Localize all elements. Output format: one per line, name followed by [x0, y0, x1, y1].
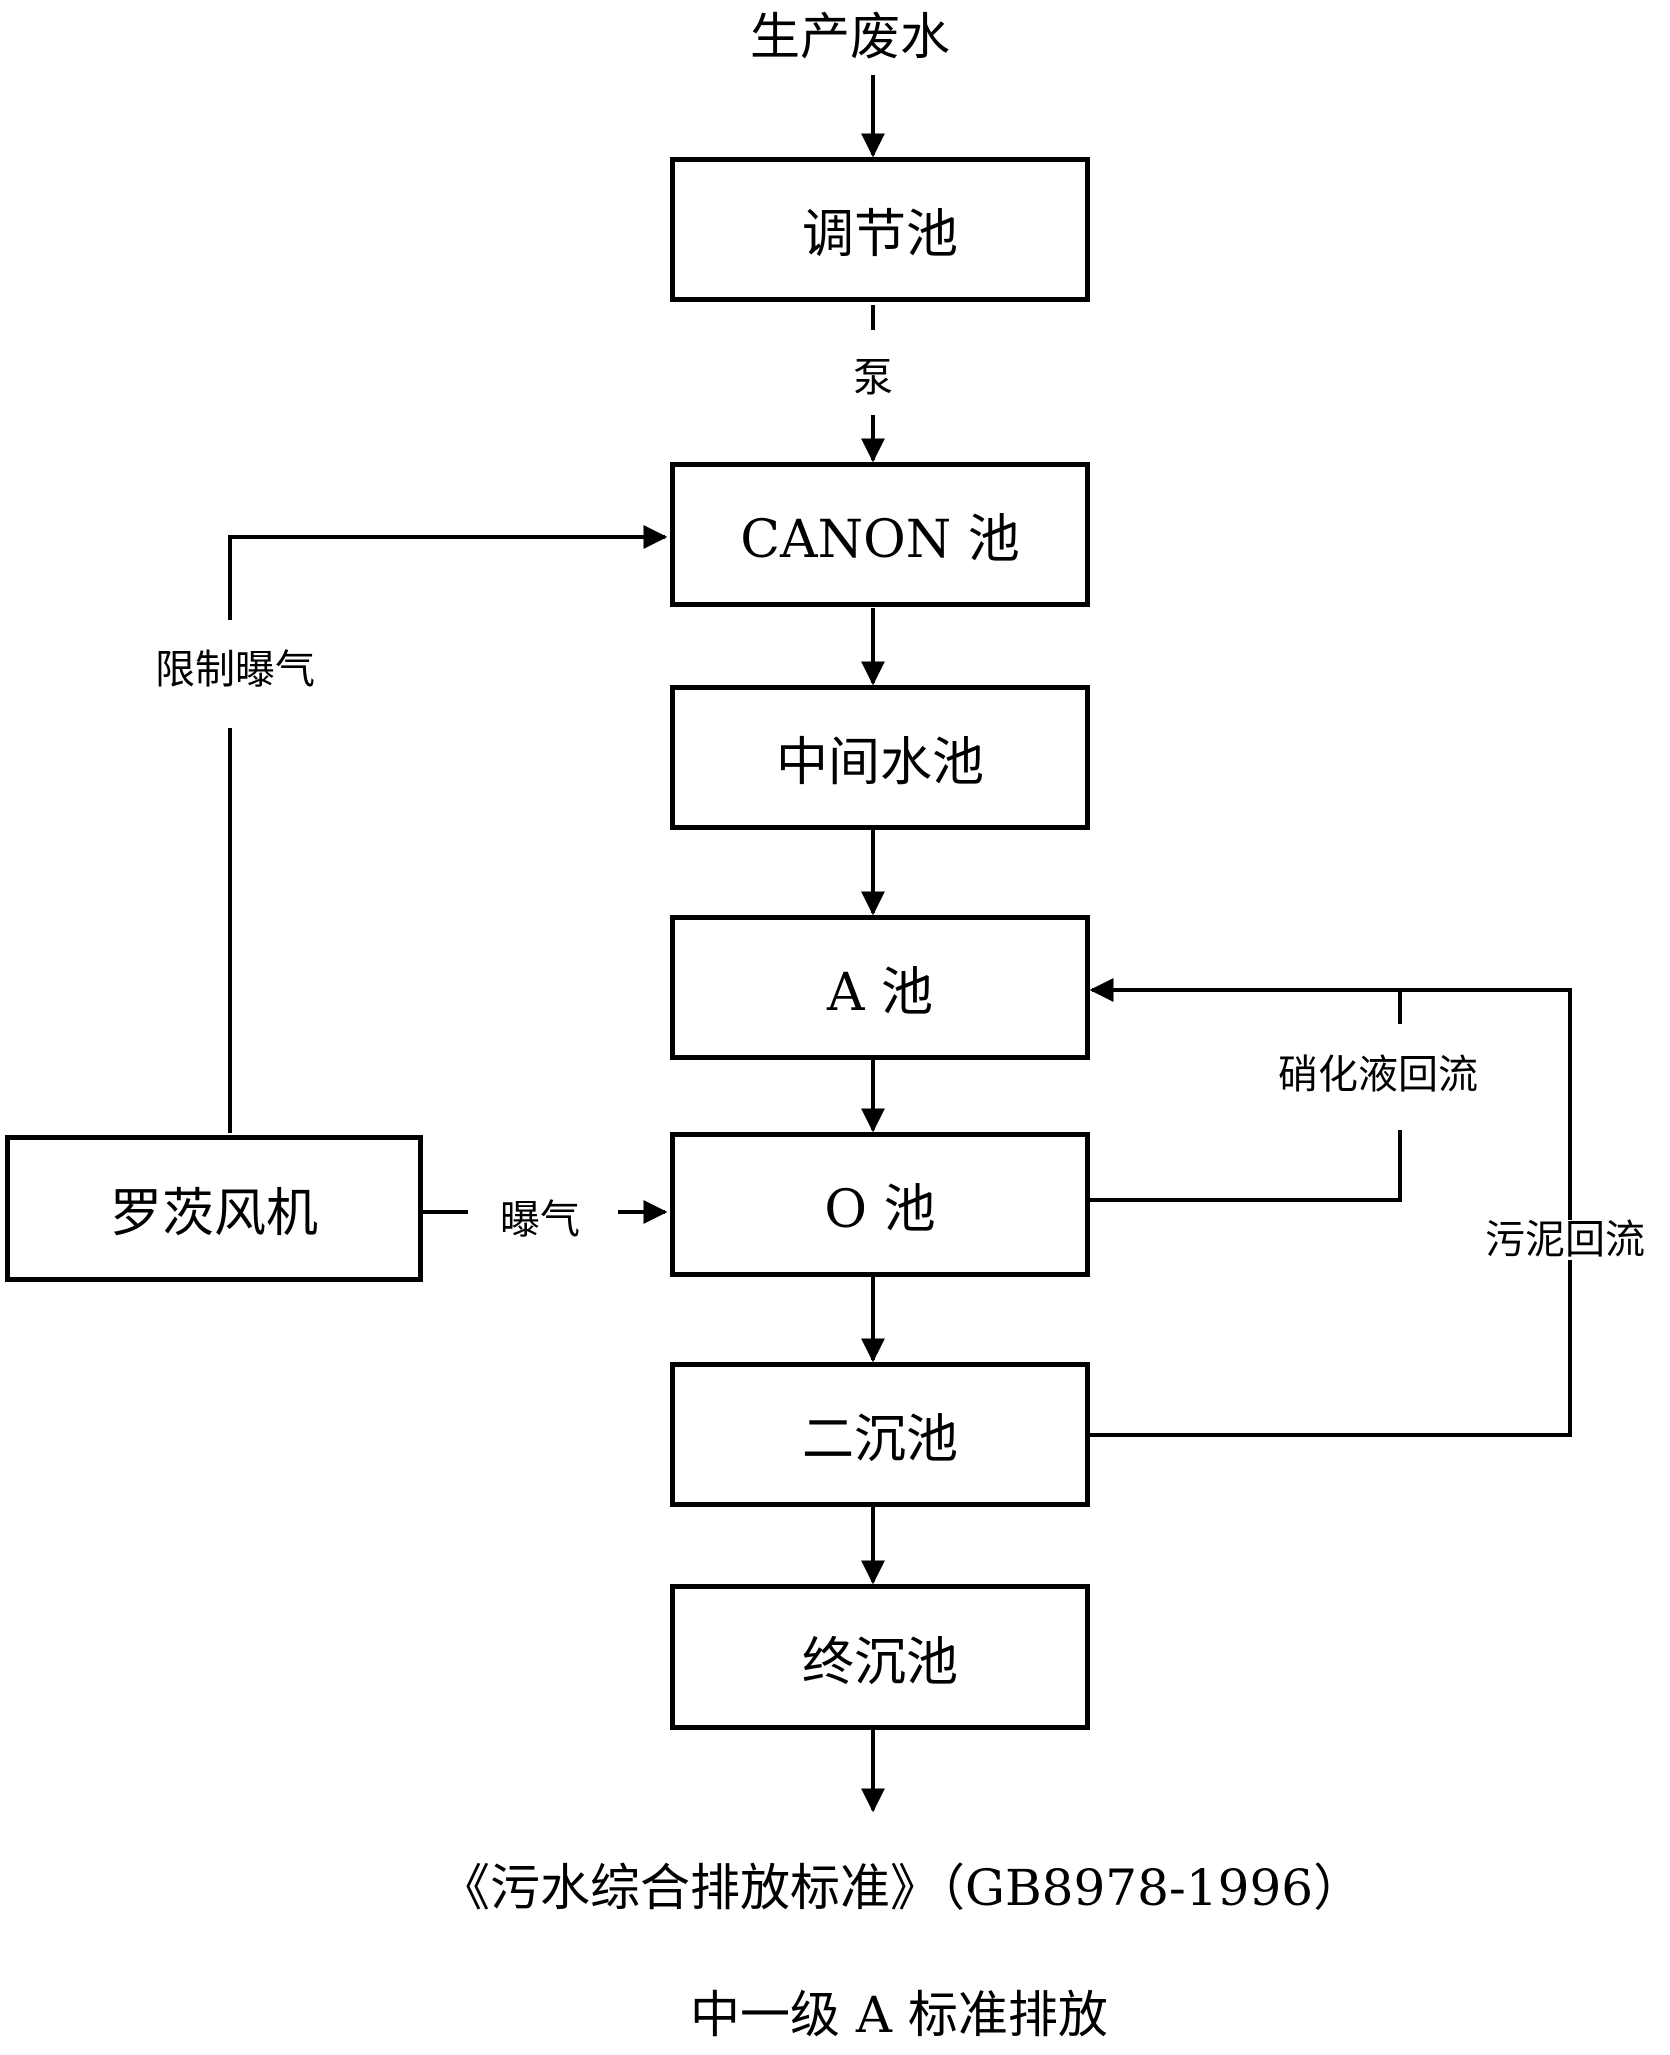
input-label: 生产废水 — [750, 8, 950, 66]
line-nitrified-return-lower — [1087, 1130, 1402, 1202]
node-canon: CANON 池 — [670, 462, 1090, 607]
line-sludge-return — [1087, 978, 1572, 1437]
label-pump: 泵 — [853, 355, 893, 401]
output-line1: 《污水综合排放标准》（GB8978-1996） — [440, 1859, 1364, 1917]
node-zhongjian: 中间水池 — [670, 685, 1090, 830]
node-o: O 池 — [670, 1132, 1090, 1277]
output-line2: 中一级 A 标准排放 — [690, 1986, 1108, 2044]
label-limited-aeration: 限制曝气 — [155, 647, 315, 693]
node-tiaojie: 调节池 — [670, 157, 1090, 302]
label-nitrified-return: 硝化液回流 — [1278, 1052, 1478, 1098]
line-limited-aeration-upper — [228, 525, 668, 620]
label-aeration: 曝气 — [500, 1197, 580, 1243]
node-fengji: 罗茨风机 — [5, 1135, 423, 1282]
label-sludge-return: 污泥回流 — [1485, 1217, 1645, 1263]
node-erchen: 二沉池 — [670, 1362, 1090, 1507]
node-a: A 池 — [670, 915, 1090, 1060]
node-zhongchen: 终沉池 — [670, 1584, 1090, 1730]
